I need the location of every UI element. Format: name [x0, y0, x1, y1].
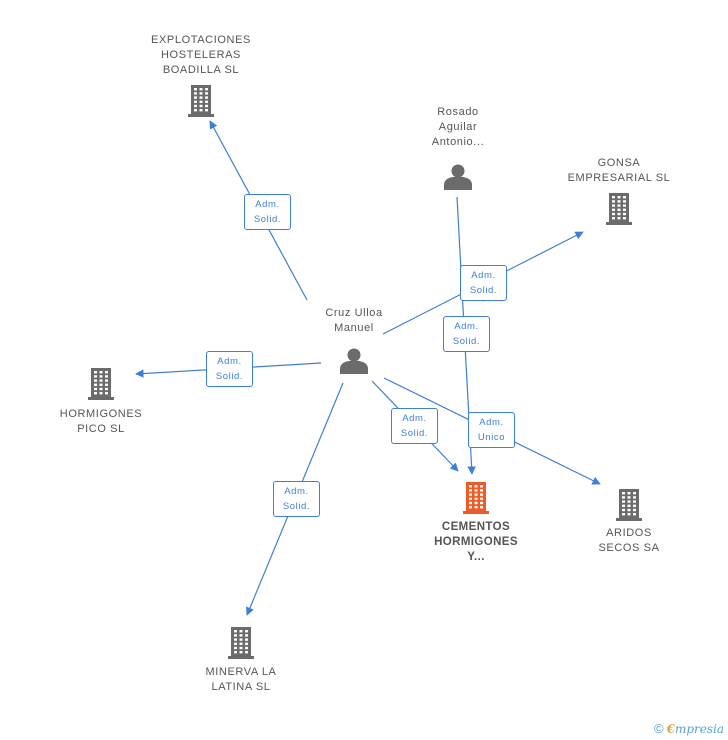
footer: © €mpresia — [654, 721, 724, 736]
node-label-minerva[interactable]: MINERVA LA LATINA SL — [205, 666, 277, 693]
building-icon[interactable] — [616, 489, 642, 521]
node-label-rosado[interactable]: Rosado Aguilar Antonio... — [431, 106, 485, 148]
node-label-cruz[interactable]: Cruz Ulloa Manuel — [325, 307, 383, 334]
edge-label-cruz-minerva[interactable]: Adm. Solid. — [273, 481, 320, 517]
building-icon[interactable] — [88, 368, 114, 400]
building-icon[interactable] — [188, 85, 214, 117]
edge-label-cruz-gonsa[interactable]: Adm. Solid. — [460, 265, 507, 301]
edge-label-cruz-explotaciones[interactable]: Adm. Solid. — [244, 194, 291, 230]
empresia-logo[interactable]: €mpresia — [666, 721, 724, 736]
node-label-explotaciones[interactable]: EXPLOTACIONES HOSTELERAS BOADILLA SL — [151, 34, 251, 76]
building-icon[interactable] — [463, 482, 489, 514]
node-label-cementos[interactable]: CEMENTOS HORMIGONES Y... — [434, 521, 518, 563]
building-icon[interactable] — [606, 193, 632, 225]
edge-label-cruz-aridos[interactable]: Adm. Unico — [468, 412, 515, 448]
node-label-gonsa[interactable]: GONSA EMPRESARIAL SL — [567, 157, 671, 184]
edge-label-cruz-hormigones_pico[interactable]: Adm. Solid. — [206, 351, 253, 387]
edge-label-cruz-cementos[interactable]: Adm. Solid. — [391, 408, 438, 444]
copyright-icon: © — [653, 721, 664, 736]
person-icon[interactable] — [340, 348, 368, 375]
building-icon[interactable] — [228, 627, 254, 659]
edge-label-rosado-cementos[interactable]: Adm. Solid. — [443, 316, 490, 352]
node-label-aridos[interactable]: ARIDOS SECOS SA — [598, 527, 660, 554]
node-label-hormigones_pico[interactable]: HORMIGONES PICO SL — [59, 408, 143, 435]
person-icon[interactable] — [444, 164, 472, 191]
